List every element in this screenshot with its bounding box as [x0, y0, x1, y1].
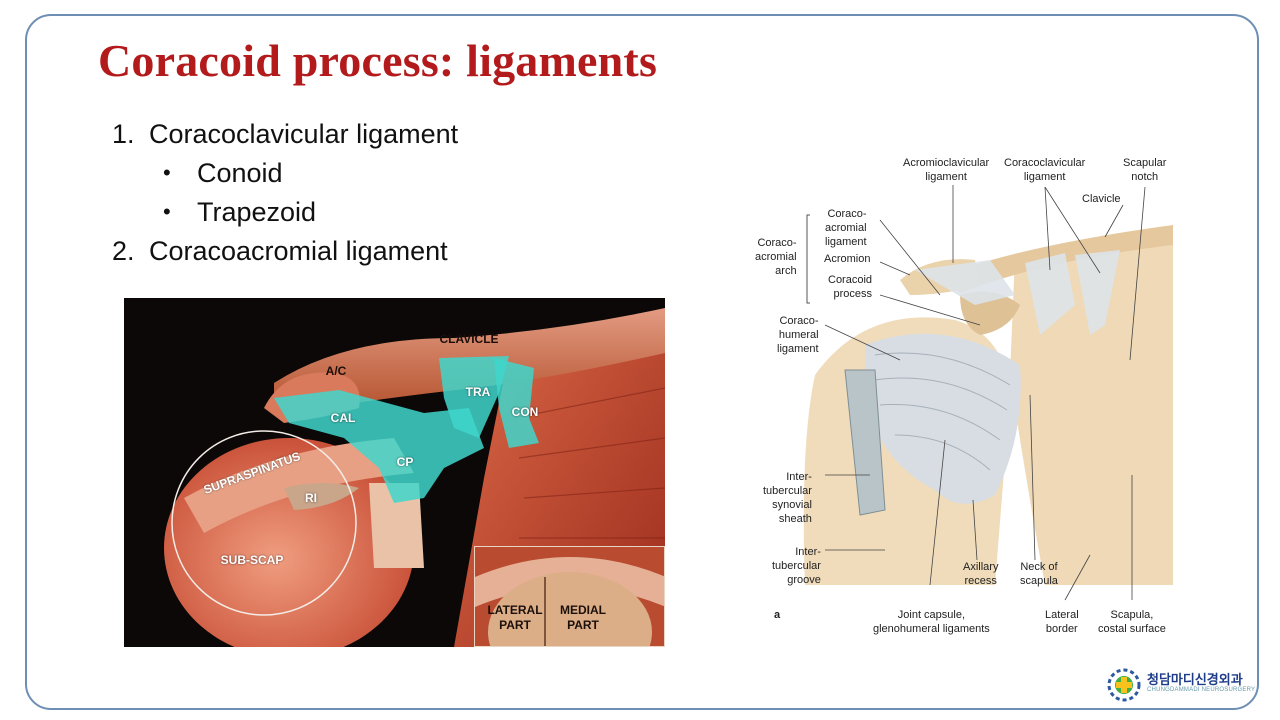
label-acromion: Acromion [824, 252, 870, 266]
label-cal: CAL [330, 411, 356, 425]
item-text: Coracoacromial ligament [149, 236, 448, 266]
label-coracoid-process: CP [396, 455, 414, 469]
cadaver-photo: CLAVICLE A/C TRA CON CAL CP SUPRASPINATU… [124, 298, 665, 647]
anatomy-drawing [803, 185, 1173, 601]
logo-subtitle: CHUNGDAMMADI NEUROSURGERY [1147, 687, 1256, 693]
ilabel-text: Joint capsule,glenohumeral ligaments [873, 609, 990, 635]
label-joint-capsule: Joint capsule,glenohumeral ligaments [873, 608, 990, 636]
item-number: 2. [112, 236, 135, 266]
label-clavicle: Clavicle [1082, 192, 1121, 206]
logo-mark-icon [1107, 668, 1141, 702]
ilabel-text: Acromion [824, 253, 871, 265]
ilabel-text: Scapula,costal surface [1098, 609, 1166, 635]
subitem-text: Conoid [197, 158, 283, 188]
label-conoid: CON [511, 405, 539, 419]
logo-name: 청담마디신경외과 [1147, 672, 1243, 687]
subitem-text: Trapezoid [197, 197, 317, 227]
slide-title: Coracoid process: ligaments [98, 35, 658, 86]
item-text: Coracoclavicular ligament [149, 119, 459, 149]
ilabel-text: Clavicle [1082, 193, 1121, 205]
label-clavicle: CLAVICLE [439, 332, 499, 346]
bullet: • [163, 160, 171, 185]
label-trapezoid: TRA [465, 385, 491, 399]
inset-drawing [475, 547, 664, 646]
label-costal-surface: Scapula,costal surface [1098, 608, 1166, 636]
label-figure-letter: a [774, 609, 781, 621]
label-rotator-interval: RI [305, 491, 317, 505]
label-subscapularis: SUB-SCAP [220, 553, 284, 567]
clinic-logo: 청담마디신경외과 CHUNGDAMMADI NEUROSURGERY [1105, 666, 1255, 704]
item-number: 1. [112, 119, 135, 149]
label-ac-joint: A/C [325, 364, 347, 378]
bullet: • [163, 199, 171, 224]
